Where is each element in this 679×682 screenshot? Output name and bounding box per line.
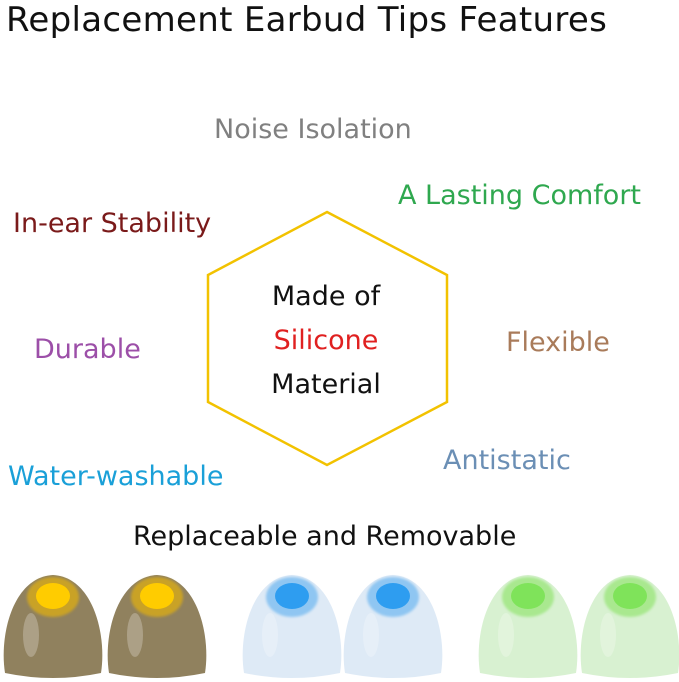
- earbud-tip-highlight: [262, 613, 278, 657]
- hexagon-frame: [206, 210, 449, 467]
- feature-noise-isolation: Noise Isolation: [214, 114, 412, 145]
- earbud-tip-hole: [376, 583, 410, 609]
- earbud-tip-highlight: [23, 613, 39, 657]
- earbud-tip-hole: [36, 583, 70, 609]
- feature-in-ear-stability: In-ear Stability: [13, 208, 212, 239]
- page-title: Replacement Earbud Tips Features: [6, 0, 608, 40]
- feature-replaceable-removable: Replaceable and Removable: [133, 521, 517, 552]
- center-text-line-1: Made of: [271, 281, 381, 312]
- earbud-tip-hole: [275, 583, 309, 609]
- feature-lasting-comfort: A Lasting Comfort: [398, 180, 642, 211]
- earbud-tip-highlight: [600, 613, 616, 657]
- earbud-tip: [107, 575, 207, 678]
- earbud-tip-hole: [511, 583, 545, 609]
- earbud-tip-highlight: [363, 613, 379, 657]
- earbud-tip-hole: [140, 583, 174, 609]
- earbud-tip: [3, 575, 103, 678]
- earbud-tip: [242, 575, 342, 678]
- feature-durable: Durable: [34, 334, 141, 365]
- earbud-tip-hole: [613, 583, 647, 609]
- center-text-silicone: Silicone: [273, 325, 379, 356]
- feature-water-washable: Water-washable: [8, 461, 224, 492]
- center-text-line-3: Material: [271, 369, 381, 400]
- earbud-tip: [478, 575, 578, 678]
- earbud-tip-highlight: [498, 613, 514, 657]
- earbud-tip: [343, 575, 443, 678]
- earbud-tip-highlight: [127, 613, 143, 657]
- hexagon-outline: [206, 210, 449, 467]
- feature-antistatic: Antistatic: [443, 445, 571, 476]
- earbud-tip: [580, 575, 679, 678]
- earbud-tips-image: [3, 575, 679, 678]
- feature-flexible: Flexible: [506, 327, 610, 358]
